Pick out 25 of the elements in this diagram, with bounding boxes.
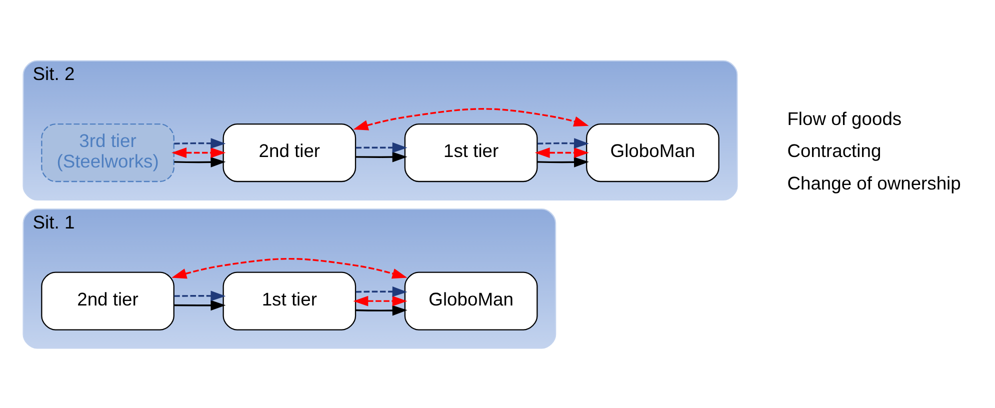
- arrow: [174, 138, 226, 148]
- node-box: 2nd tier: [222, 122, 356, 182]
- arrow: [537, 156, 589, 167]
- node-box: 2nd tier: [41, 271, 174, 330]
- arrow: [353, 108, 589, 130]
- node-box: GloboMan: [586, 122, 720, 182]
- node-box: 1st tier: [222, 271, 356, 330]
- arrow: [172, 257, 408, 278]
- legend-label: Change of ownership: [787, 172, 961, 193]
- arrow: [174, 156, 226, 167]
- node-box: 1st tier: [404, 122, 538, 182]
- arrow: [174, 300, 226, 310]
- arrow: [172, 147, 226, 158]
- arrow: [174, 290, 226, 301]
- arrow: [356, 151, 408, 162]
- legend-label: Contracting: [787, 140, 882, 161]
- arrow: [356, 286, 408, 296]
- node-box: 3rd tier (Steelworks): [41, 122, 174, 182]
- legend-label: Flow of goods: [787, 107, 902, 128]
- arrow: [356, 142, 408, 152]
- node-box: GloboMan: [404, 271, 538, 330]
- arrow: [537, 138, 589, 148]
- arrow: [356, 304, 408, 316]
- arrow: [534, 147, 589, 158]
- arrow: [353, 295, 408, 306]
